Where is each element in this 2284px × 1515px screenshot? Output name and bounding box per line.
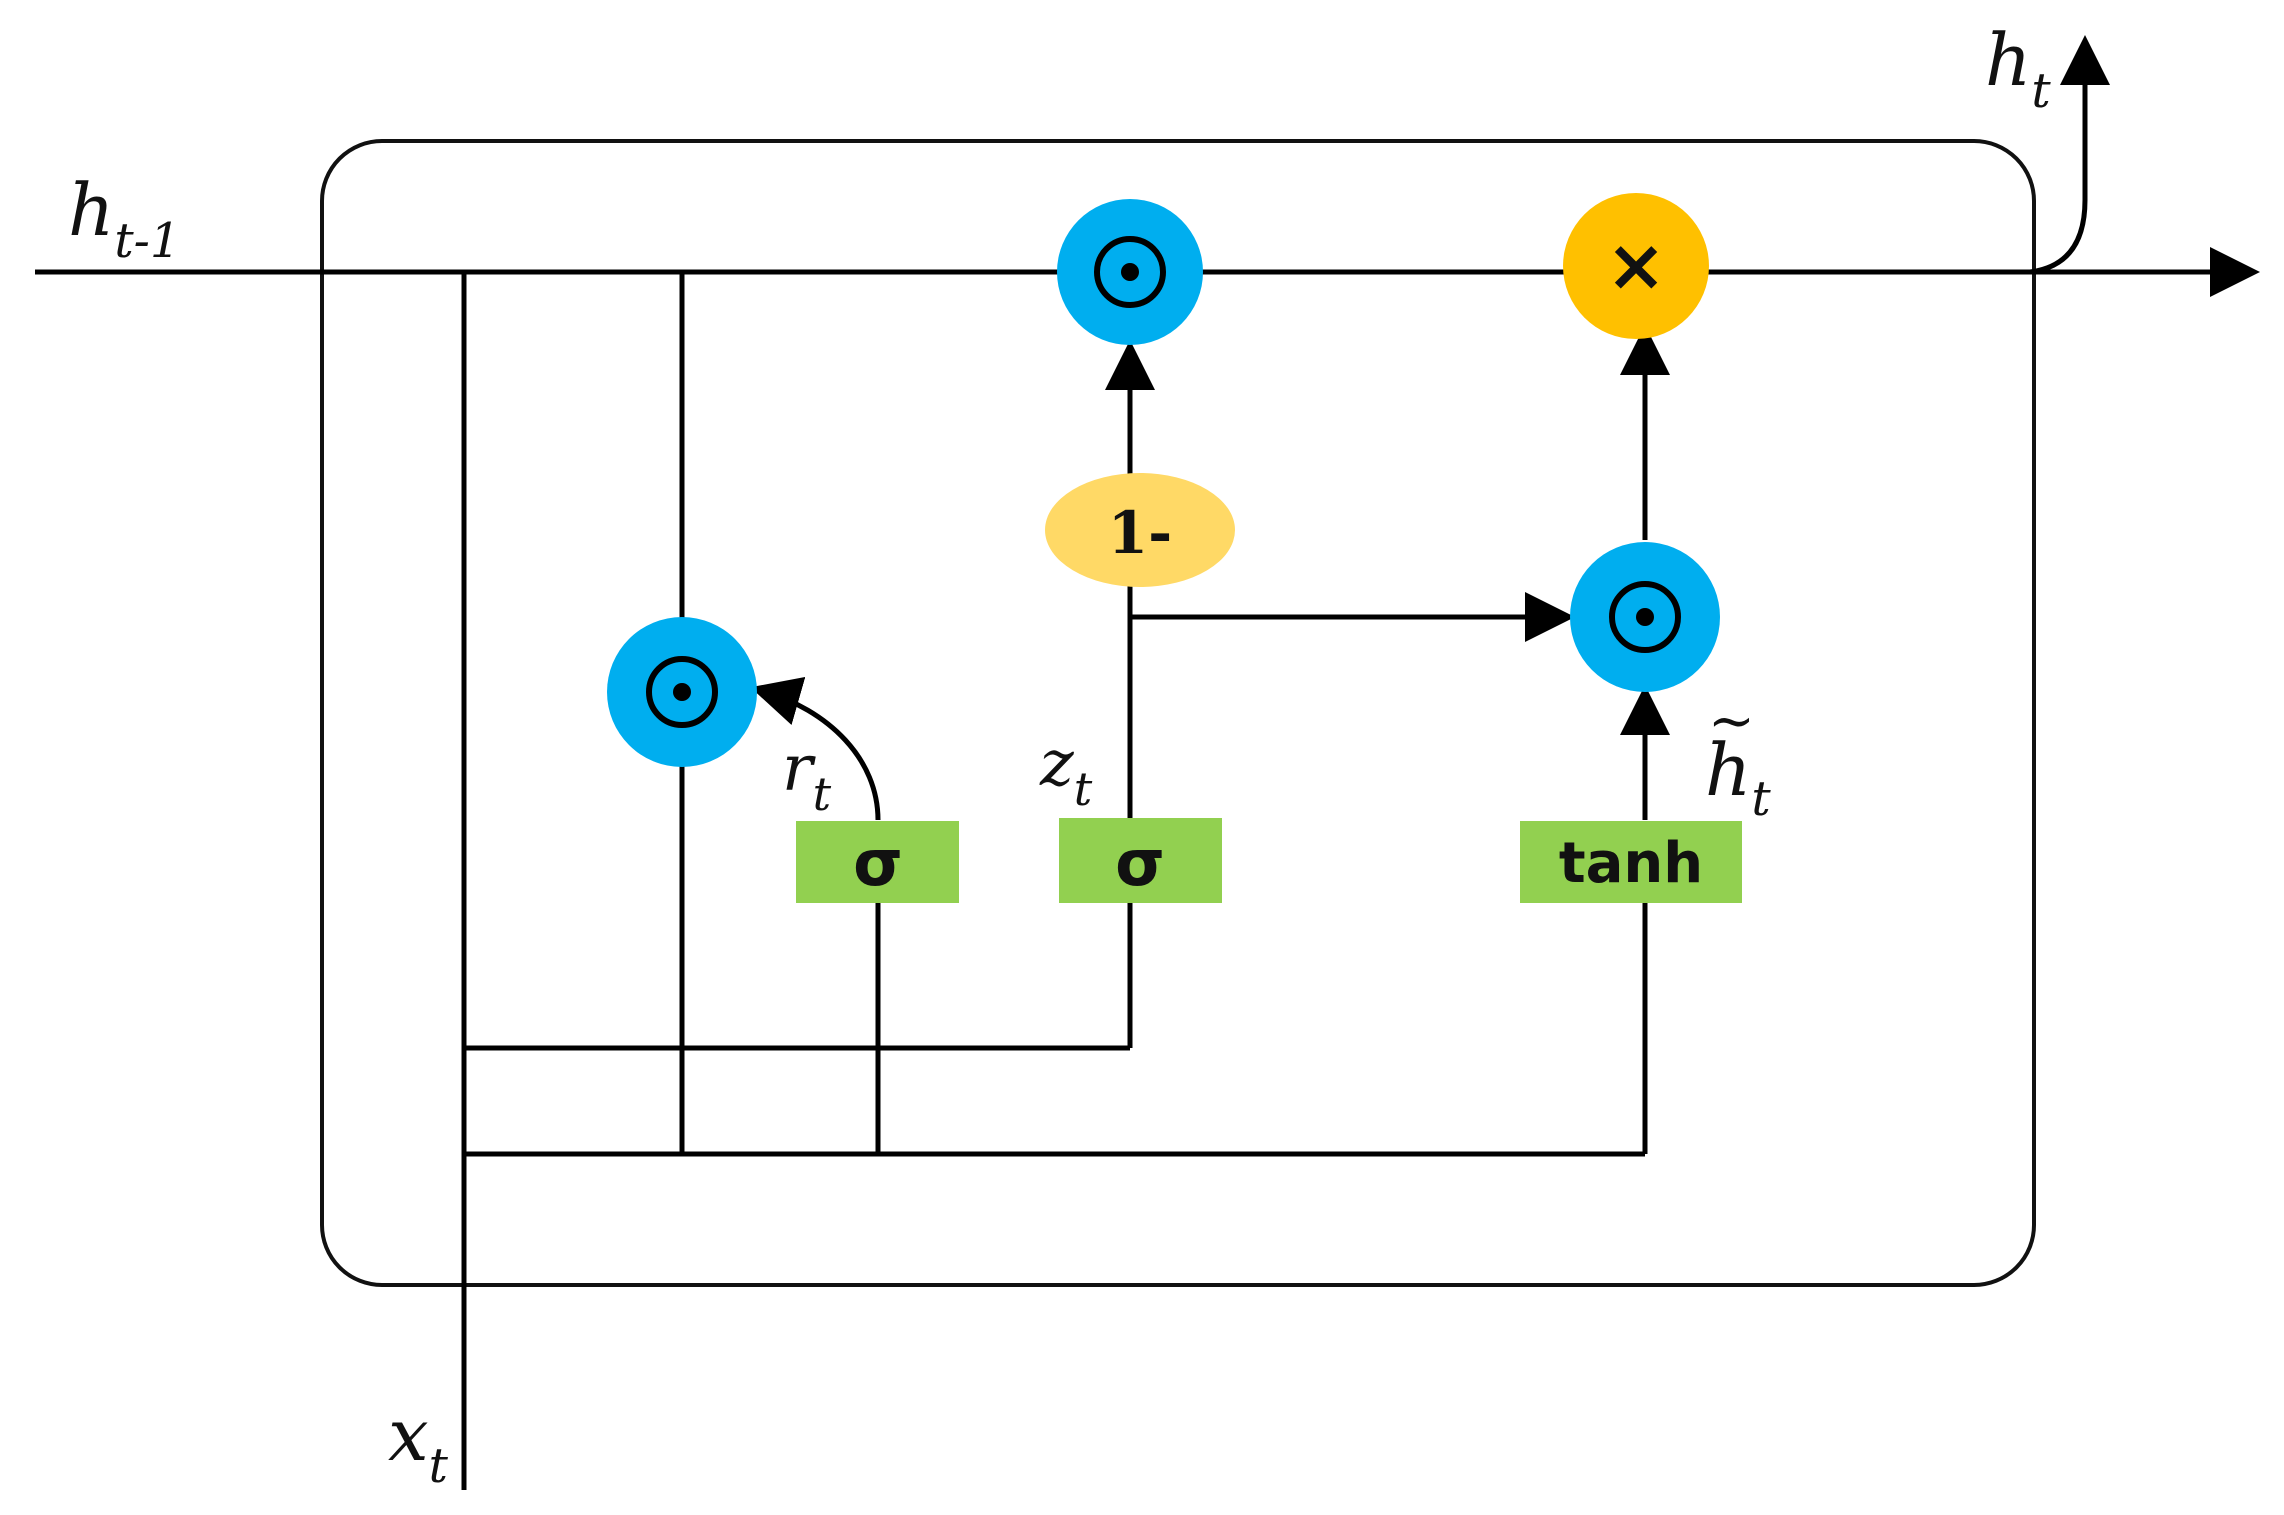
update-gate-label: σ: [1115, 827, 1165, 901]
cell-boundary: [320, 139, 2036, 1287]
hadamard-node-candidate: [1570, 542, 1720, 692]
candidate-gate-label: tanh: [1559, 831, 1703, 896]
h-prev-label: ht-1: [68, 168, 180, 269]
svg-text:ht: ht: [1705, 728, 1771, 827]
candidate-gate: tanh: [1520, 821, 1742, 903]
update-signal-label: zt: [1039, 727, 1093, 816]
reset-signal-label: rt: [782, 732, 832, 821]
reset-gate-label: σ: [853, 827, 903, 901]
one-minus-node: 1-: [1045, 473, 1235, 587]
x-input-label: xt: [388, 1393, 449, 1494]
one-minus-label: 1-: [1108, 499, 1172, 567]
hadamard-node-reset: [607, 617, 757, 767]
multiply-symbol: ×: [1606, 223, 1666, 307]
candidate-tilde: ~: [1708, 689, 1755, 754]
reset-gate: σ: [796, 821, 959, 903]
h-out-label: ht: [1985, 18, 2051, 119]
update-gate: σ: [1059, 818, 1222, 903]
candidate-signal-label: ~ ht: [1705, 689, 1771, 827]
hadamard-node-top: [1057, 199, 1203, 345]
multiply-node: ×: [1563, 193, 1709, 339]
reset-arrow: [750, 676, 881, 821]
output-arrow-up: [2029, 35, 2110, 275]
